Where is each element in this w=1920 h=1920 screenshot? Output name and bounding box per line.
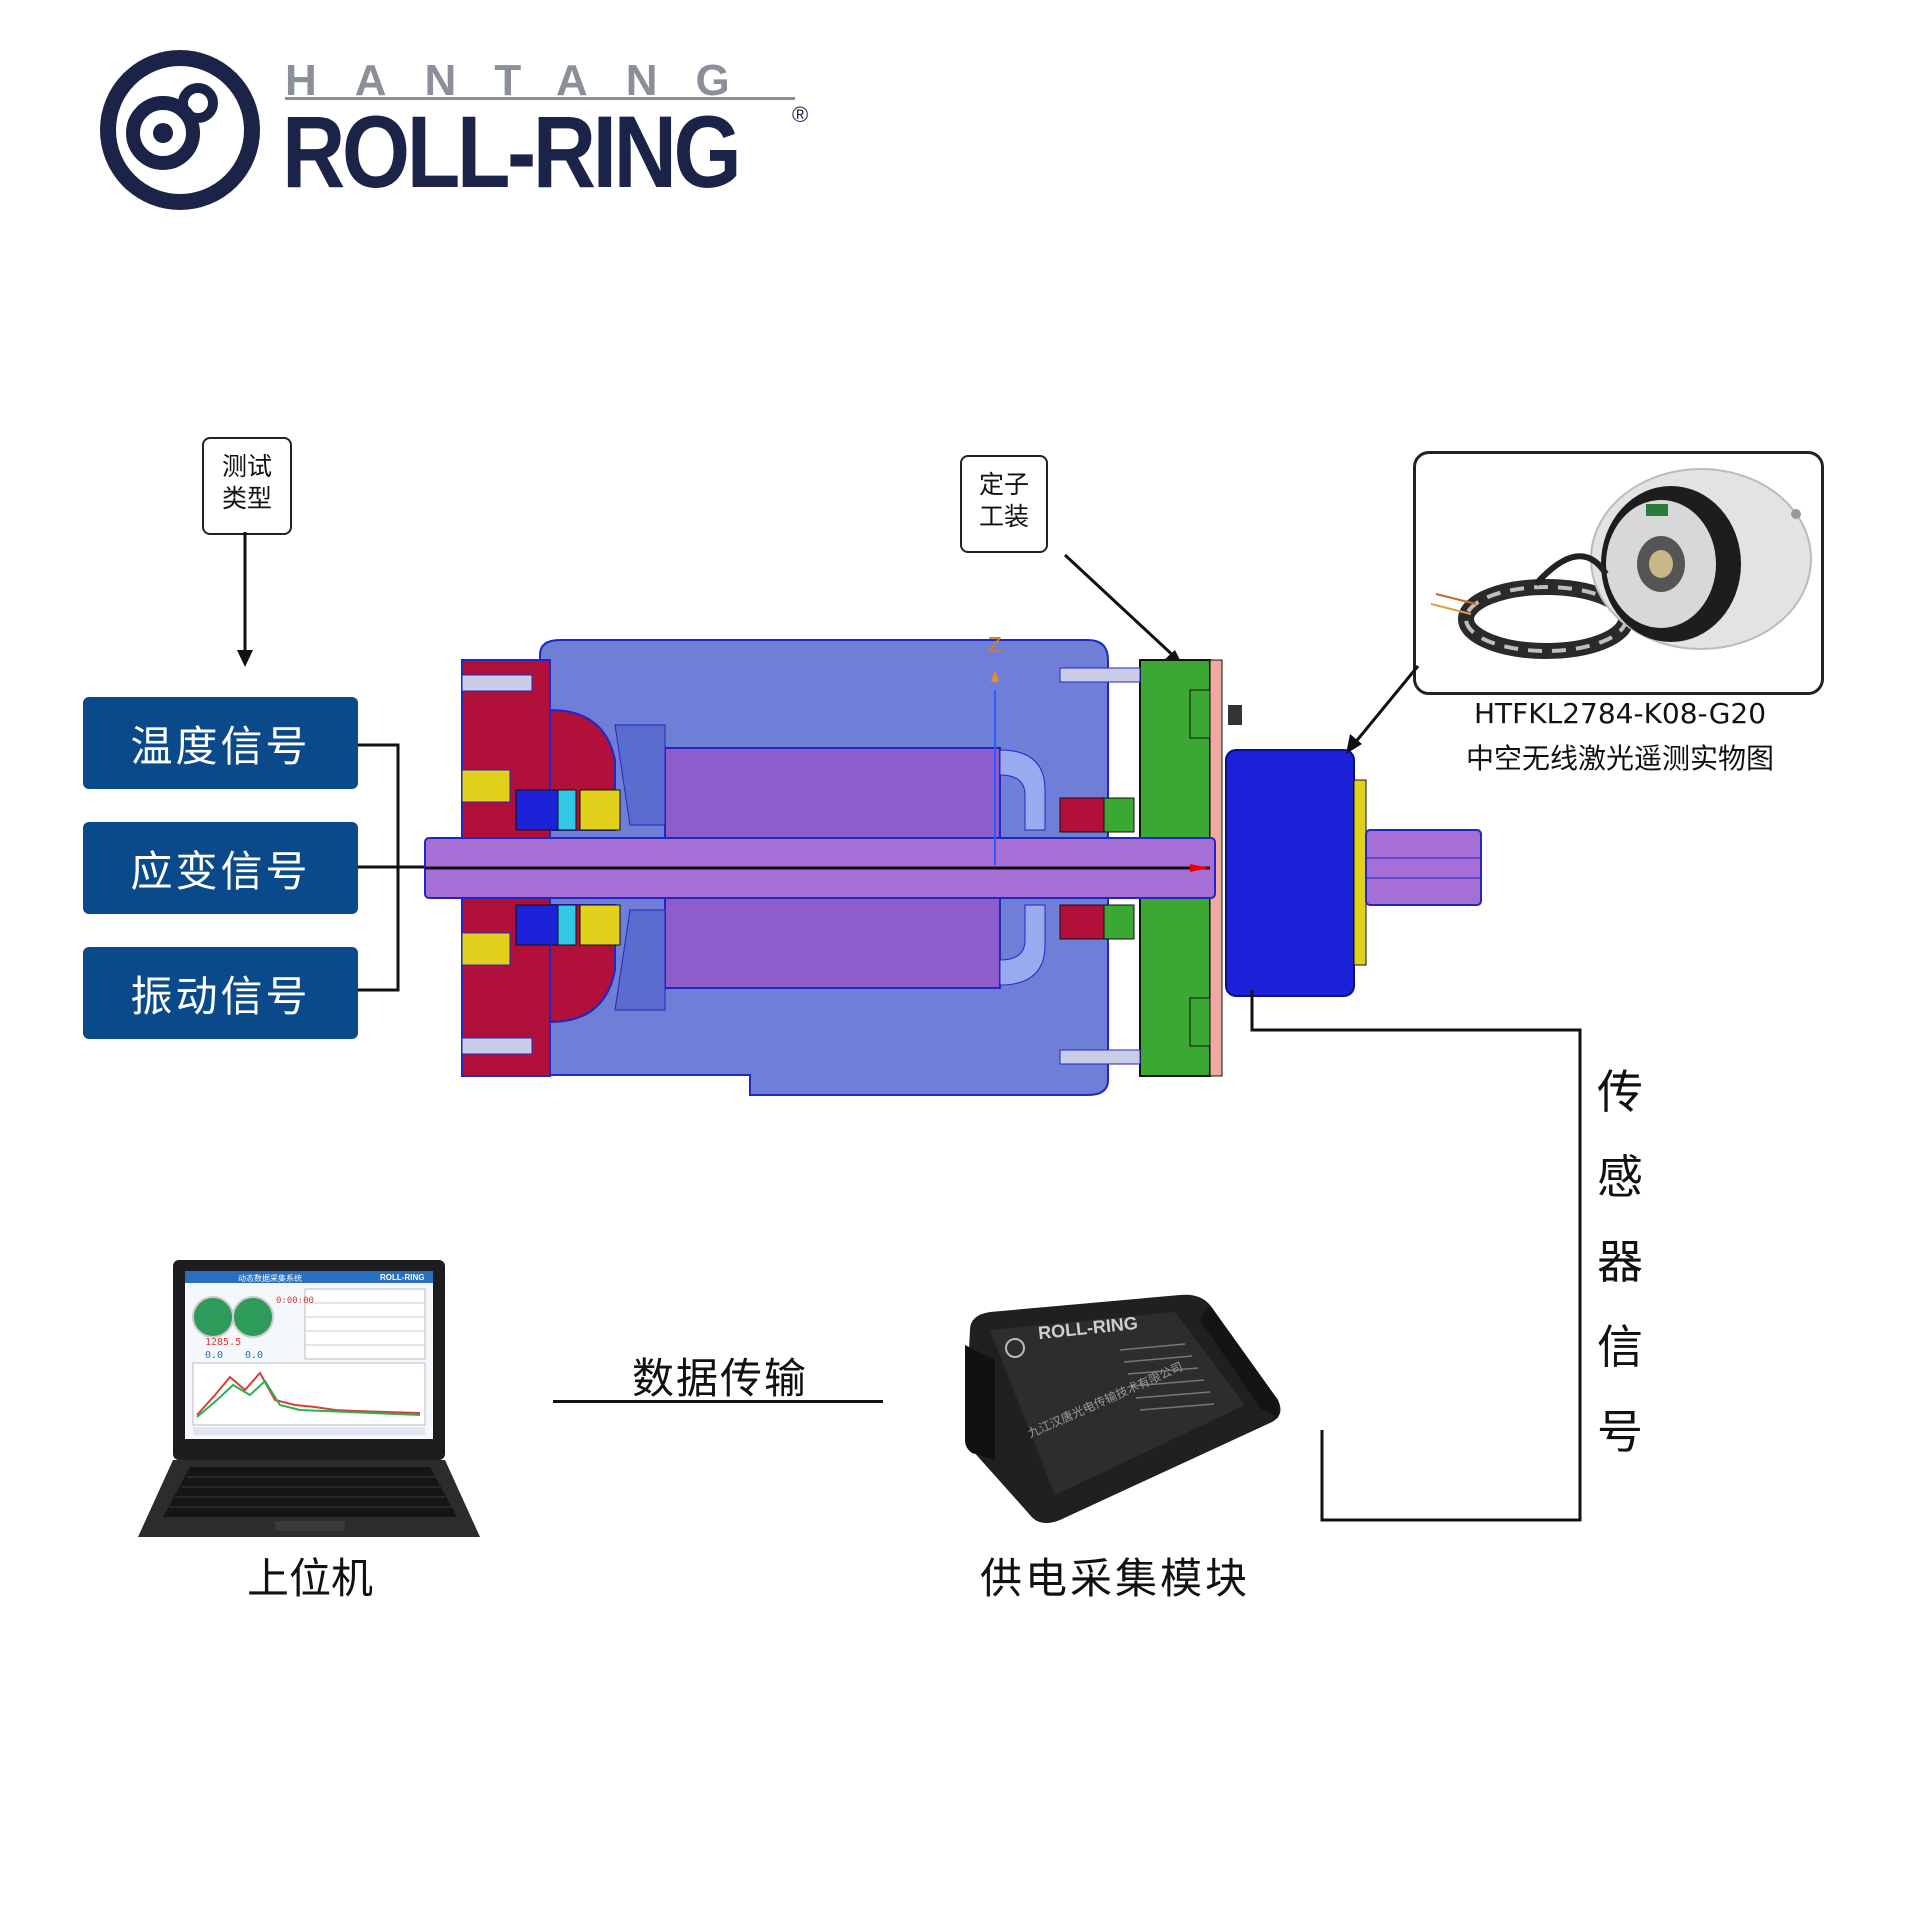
stator-line1: 定子 bbox=[978, 470, 1029, 499]
data-transfer-label: 数据传输 bbox=[631, 1354, 808, 1403]
sensor-signal-char: 传 bbox=[1597, 1065, 1643, 1119]
data-transfer-line bbox=[553, 1400, 883, 1403]
product-description: 中空无线激光遥测实物图 bbox=[1465, 742, 1774, 775]
product-model: HTFKL2784-K08-G20 bbox=[1473, 697, 1767, 730]
sensor-signal-char: 号 bbox=[1597, 1405, 1643, 1459]
product-photo-frame bbox=[1413, 451, 1824, 695]
sensor-signal-line bbox=[1250, 990, 1582, 1522]
laptop-image bbox=[138, 1260, 480, 1537]
logo-registered-mark: ® bbox=[792, 102, 809, 127]
logo-title: ROLL-RING bbox=[282, 95, 742, 209]
signal-box-strain: 应变信号 bbox=[83, 822, 358, 914]
laptop-reading-2: 0.0 bbox=[205, 1350, 224, 1361]
telemetry-rotor bbox=[1225, 749, 1355, 997]
test-type-box: 测试 类型 bbox=[202, 437, 292, 535]
logo-rule bbox=[285, 97, 795, 100]
laptop-reading-3: 0.0 bbox=[245, 1350, 264, 1361]
laptop-screen-title: 动态数据采集系统 bbox=[238, 1274, 302, 1283]
sensor-signal-char: 器 bbox=[1597, 1235, 1643, 1289]
product-arrow bbox=[1346, 665, 1420, 754]
laptop-timer: 0:00:00 bbox=[276, 1296, 314, 1306]
sensor-signal-char: 感 bbox=[1597, 1150, 1643, 1204]
sensor-signal-char: 信 bbox=[1597, 1320, 1643, 1374]
laptop-screen-brand: ROLL-RING bbox=[380, 1273, 425, 1282]
acquisition-module bbox=[965, 1294, 1281, 1524]
signal-box-vibration: 振动信号 bbox=[83, 947, 358, 1039]
z-axis-label: Z bbox=[988, 633, 1002, 657]
product-photo bbox=[1430, 468, 1812, 659]
output-shaft bbox=[1365, 829, 1482, 906]
stator-fixture-bottom bbox=[1139, 879, 1211, 1077]
sensor-signal-label: 传 感 器 信 号 bbox=[1590, 1050, 1650, 1475]
test-type-arrow bbox=[237, 532, 253, 667]
signal-box-temperature: 温度信号 bbox=[83, 697, 358, 789]
test-type-line1: 测试 bbox=[221, 452, 272, 481]
host-label: 上位机 bbox=[246, 1554, 373, 1603]
logo-subtitle: HANTANG bbox=[285, 56, 768, 105]
stator-line2: 工装 bbox=[978, 502, 1029, 531]
logo-emblem bbox=[100, 50, 260, 210]
module-label: 供电采集模块 bbox=[979, 1554, 1250, 1603]
test-type-line2: 类型 bbox=[221, 484, 272, 513]
laptop-reading-1: 1285.5 bbox=[205, 1337, 242, 1348]
stator-fixture-box: 定子 工装 bbox=[960, 455, 1048, 553]
spindle-cross-section: Z bbox=[424, 633, 1482, 1096]
